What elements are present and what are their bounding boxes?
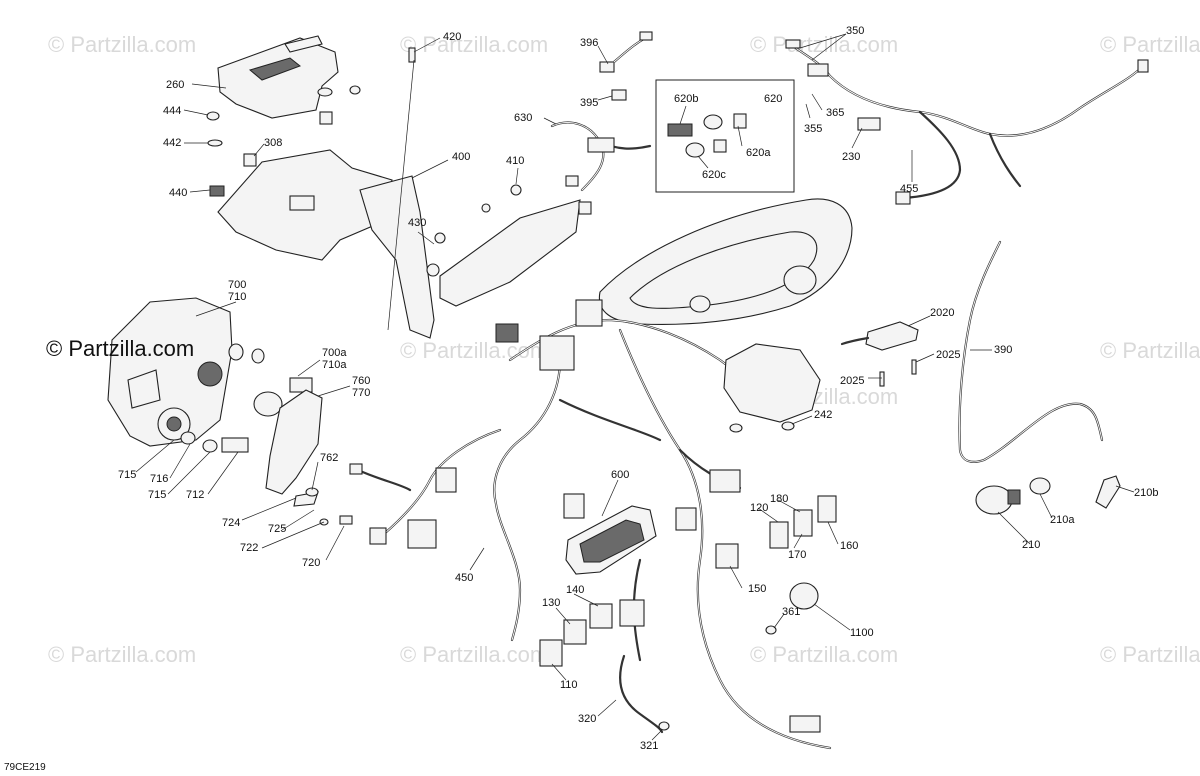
- watermark-text: © Partzilla.com: [400, 32, 548, 57]
- callout-label: 420: [443, 31, 461, 43]
- main-wiring-harness: [349, 299, 832, 750]
- watermark-text: © Partzilla.com: [750, 642, 898, 667]
- gauge-housing-700: [107, 297, 233, 447]
- ignition-switch-210: [975, 475, 1121, 515]
- fuse-box-cover: [217, 35, 339, 119]
- fuse-box-bracket: [217, 149, 435, 339]
- callout-label: 715: [148, 489, 166, 501]
- callout-label: 320: [578, 713, 596, 725]
- callout-label: 620a: [746, 147, 771, 159]
- callout-label: 444: [163, 105, 181, 117]
- callout-label: 410: [506, 155, 524, 167]
- figure-reference: 79CE219: [4, 762, 46, 773]
- callout-label: 160: [840, 540, 858, 552]
- callout-label: 455: [900, 183, 918, 195]
- callout-label: 620c: [702, 169, 726, 181]
- callout-label: 442: [163, 137, 181, 149]
- callout-label: 150: [748, 583, 766, 595]
- callout-label: 2025: [840, 375, 864, 387]
- callout-label: 1100: [850, 627, 874, 639]
- watermark-text: © Partzilla.com: [1100, 32, 1200, 57]
- watermark-text: © Partzilla.com: [1100, 338, 1200, 363]
- callout-label: 355: [804, 123, 822, 135]
- callout-label: 710: [228, 291, 246, 303]
- callout-label: 308: [264, 137, 282, 149]
- callout-label: 770: [352, 387, 370, 399]
- callout-label: 715: [118, 469, 136, 481]
- watermark-text: © Partzilla.com: [48, 642, 196, 667]
- callout-label: 725: [268, 523, 286, 535]
- callout-label: 365: [826, 107, 844, 119]
- callout-label: 760: [352, 375, 370, 387]
- callout-label: 600: [611, 469, 629, 481]
- partzilla-logo-text: © Partzilla.com: [46, 336, 194, 361]
- harness-350: [785, 39, 1149, 205]
- callout-label: 762: [320, 452, 338, 464]
- callout-label: 130: [542, 597, 560, 609]
- harness-630: [550, 121, 652, 215]
- watermark-text: © Partzilla.com: [400, 642, 548, 667]
- callout-label: 260: [166, 79, 184, 91]
- watermark-text: © Partzilla.com: [1100, 642, 1200, 667]
- callout-label: 430: [408, 217, 426, 229]
- watermark-text: © Partzilla.com: [48, 32, 196, 57]
- callout-label: 210a: [1050, 514, 1075, 526]
- switch-group: [539, 495, 837, 734]
- harness-support-bracket: [426, 184, 581, 307]
- callout-label: 700a: [322, 347, 347, 359]
- small-connectors-top: [599, 31, 653, 101]
- callout-label: 361: [782, 606, 800, 618]
- callout-label: 396: [580, 37, 598, 49]
- callout-label: 210: [1022, 539, 1040, 551]
- callout-label: 440: [169, 187, 187, 199]
- callout-label: 350: [846, 25, 864, 37]
- callout-label: 180: [770, 493, 788, 505]
- callout-label: 630: [514, 112, 532, 124]
- watermark-layer: © Partzilla.com © Partzilla.com © Partzi…: [48, 32, 1200, 667]
- callout-label: 620b: [674, 93, 698, 105]
- dash-housing: [598, 198, 853, 326]
- module-2020: [840, 321, 919, 387]
- callout-label: 724: [222, 517, 240, 529]
- callout-label: 230: [842, 151, 860, 163]
- callout-label: 710a: [322, 359, 347, 371]
- callout-label: 242: [814, 409, 832, 421]
- mounting-hardware-left: [180, 343, 313, 453]
- callout-label: 110: [560, 679, 578, 691]
- cable-390: [958, 240, 1104, 463]
- module-242: [723, 343, 821, 433]
- leader-lines: [135, 33, 1135, 741]
- callout-label: 120: [750, 502, 768, 514]
- callout-label: 722: [240, 542, 258, 554]
- callout-label: 210b: [1134, 487, 1158, 499]
- callout-label: 700: [228, 279, 246, 291]
- callout-label: 720: [302, 557, 320, 569]
- callout-label: 321: [640, 740, 658, 752]
- bracket-760: [265, 389, 353, 526]
- callout-labels: 420 396 350 260 444 442 308 440 400 410 …: [118, 25, 1158, 752]
- inset-box-620: [655, 79, 795, 193]
- callout-label: 140: [566, 584, 584, 596]
- callout-label: 2025: [936, 349, 960, 361]
- watermark-text: © Partzilla.com: [750, 32, 898, 57]
- callout-label: 2020: [930, 307, 954, 319]
- display-600: [565, 505, 657, 575]
- callout-label: 712: [186, 489, 204, 501]
- callout-label: 170: [788, 549, 806, 561]
- callout-label: 450: [455, 572, 473, 584]
- callout-label: 395: [580, 97, 598, 109]
- callout-label: 716: [150, 473, 168, 485]
- callout-label: 400: [452, 151, 470, 163]
- callout-label: 620: [764, 93, 782, 105]
- callout-label: 390: [994, 344, 1012, 356]
